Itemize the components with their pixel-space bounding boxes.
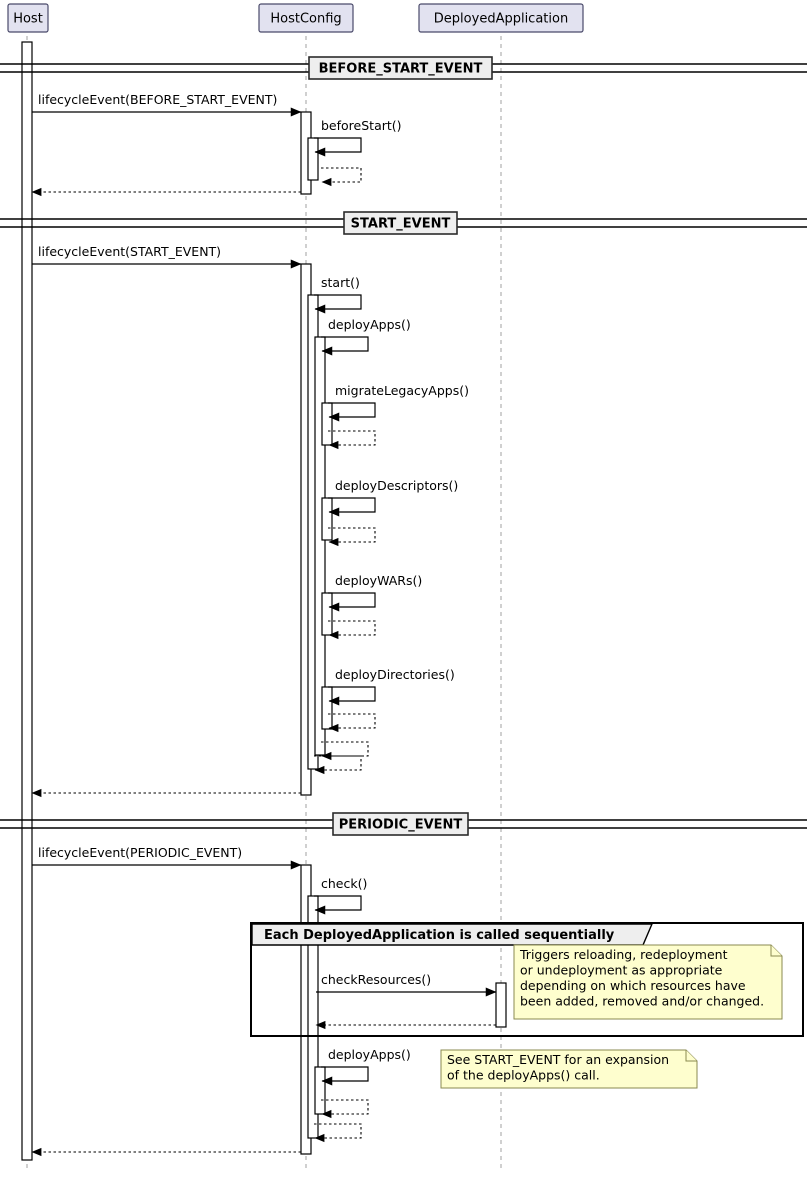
note-line: Triggers reloading, redeployment <box>519 947 728 962</box>
self-message-arrow <box>321 1066 369 1086</box>
self-message-arrow <box>328 713 376 733</box>
divider-box-start <box>343 211 458 235</box>
activation-bar <box>321 592 333 636</box>
group-frame-label: Each DeployedApplication is called seque… <box>264 928 615 943</box>
message-label: migrateLegacyApps() <box>335 383 469 398</box>
activation-bar <box>307 895 319 1139</box>
activation-bar <box>314 336 326 756</box>
participant-label-deployedapp: DeployedApplication <box>434 12 568 27</box>
message-label: lifecycleEvent(PERIODIC_EVENT) <box>38 845 242 860</box>
note-body <box>513 944 783 1020</box>
message-label: deployApps() <box>328 317 411 332</box>
divider-label-periodic: PERIODIC_EVENT <box>339 818 463 833</box>
participant-label-hostconfig: HostConfig <box>270 12 341 27</box>
self-message-arrow <box>314 1123 362 1143</box>
self-message-arrow <box>321 1099 369 1119</box>
message-label: lifecycleEvent(BEFORE_START_EVENT) <box>38 92 277 107</box>
activation-bar <box>314 1066 326 1115</box>
messages-layer: lifecycleEvent(BEFORE_START_EVENT)before… <box>31 92 497 1157</box>
activation-bar <box>21 41 33 1161</box>
message-label: deployDescriptors() <box>335 478 458 493</box>
self-message-arrow <box>314 895 362 915</box>
self-message-arrow <box>328 402 376 422</box>
dividers-layer: BEFORE_START_EVENT START_EVENT PERIODIC_EV… <box>0 56 807 836</box>
message-label: check() <box>321 876 367 891</box>
message-label: deployWARs() <box>335 573 422 588</box>
message-label: start() <box>321 275 360 290</box>
lifelines-layer <box>26 36 502 1169</box>
participant-box-deployedapp[interactable] <box>418 3 584 33</box>
activation-bar <box>495 982 507 1028</box>
group-frame <box>250 922 804 1037</box>
self-message-arrow <box>328 527 376 547</box>
divider-label-before-start: BEFORE_START_EVENT <box>319 62 483 77</box>
note-fold-corner <box>770 945 782 957</box>
self-message-arrow <box>328 497 376 517</box>
activation-bar <box>321 497 333 541</box>
self-message-arrow <box>328 620 376 640</box>
self-message-arrow <box>314 755 362 775</box>
participant-box-hostconfig[interactable] <box>258 3 354 33</box>
activation-bar <box>321 402 333 446</box>
note-line: been added, removed and/or changed. <box>520 994 764 1009</box>
participant-label-host: Host <box>13 12 43 27</box>
message-label: deployDirectories() <box>335 667 455 682</box>
note-line: See START_EVENT for an expansion <box>447 1052 669 1067</box>
activation-bar <box>321 686 333 730</box>
self-message-arrow <box>328 430 376 450</box>
note-line: or undeployment as appropriate <box>520 963 723 978</box>
message-label: checkResources() <box>321 972 431 987</box>
message-label: deployApps() <box>328 1047 411 1062</box>
self-message-arrow <box>321 336 369 356</box>
message-label: lifecycleEvent(START_EVENT) <box>38 244 221 259</box>
message-label: beforeStart() <box>321 118 402 133</box>
participants-layer: Host HostConfig DeployedApplication <box>7 3 584 33</box>
note-fold-corner <box>685 1050 697 1062</box>
group-frame-layer: Each DeployedApplication is called seque… <box>250 922 804 1037</box>
self-message-arrow <box>314 137 362 157</box>
self-message-arrow <box>321 167 362 187</box>
self-message-arrow <box>328 592 376 612</box>
activations-layer <box>21 41 507 1161</box>
self-message-arrow <box>314 294 362 314</box>
activation-bar <box>307 137 319 181</box>
note-line: depending on which resources have <box>520 978 746 993</box>
note-line: of the deployApps() call. <box>447 1068 600 1083</box>
self-message-arrow <box>321 741 369 761</box>
participant-box-host[interactable] <box>7 3 49 33</box>
divider-box-periodic <box>332 812 469 836</box>
divider-label-start: START_EVENT <box>351 217 451 232</box>
self-message-arrow <box>328 686 376 706</box>
divider-box-before-start <box>308 56 493 80</box>
note-body <box>440 1049 698 1089</box>
